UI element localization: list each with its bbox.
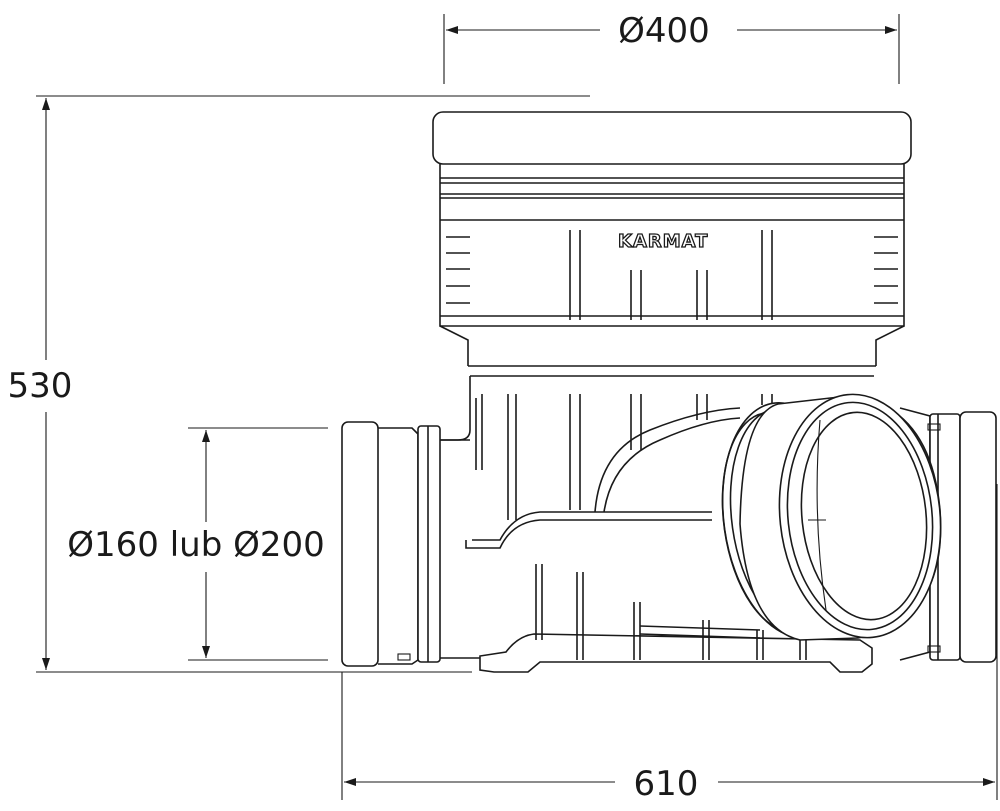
dimension-side-diameter: Ø160 lub Ø200 [67, 427, 328, 661]
width-label: 610 [634, 764, 699, 804]
top-collar [432, 111, 912, 165]
socket-mouth-outer [778, 393, 942, 639]
chamber-body: KARMAT [432, 111, 912, 673]
lower-body-left-edge [438, 376, 471, 441]
elbow-inner [603, 417, 741, 513]
right-socket-ring [959, 411, 997, 663]
dimension-width: 610 [341, 484, 998, 804]
shaft-ribs-vertical [569, 230, 773, 320]
socket-mouth-inner [786, 401, 934, 631]
elbow-outer [594, 407, 741, 513]
lower-ribs [535, 564, 807, 660]
front-angled-socket [721, 393, 942, 641]
side-diameter-label: Ø160 lub Ø200 [67, 525, 325, 565]
benching-upper [465, 519, 712, 549]
shaft-ribs-right [874, 236, 898, 304]
shaft-ribs-left [446, 236, 470, 304]
base-foot [479, 633, 873, 673]
height-label: 530 [8, 366, 73, 406]
brand-logo: KARMAT [618, 231, 708, 252]
left-socket [341, 421, 480, 667]
dimension-height: 530 [8, 95, 590, 673]
left-socket-ring [341, 421, 379, 667]
right-socket [899, 407, 997, 663]
top-diameter-label: Ø400 [618, 11, 710, 51]
dimension-top-diameter: Ø400 [443, 11, 900, 84]
upper-shaft [439, 164, 905, 327]
shaft-taper [439, 325, 905, 366]
